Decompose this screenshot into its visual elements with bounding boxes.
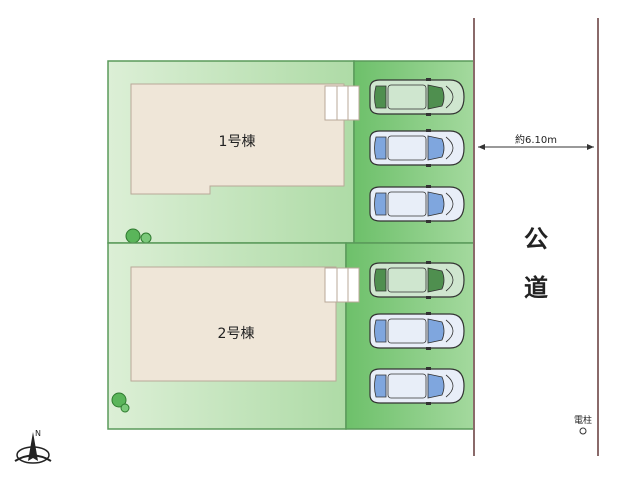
road-label-bottom: 道 <box>524 274 548 302</box>
tree-icon <box>125 228 152 244</box>
entrance-steps <box>324 267 360 303</box>
utility-pole: 電柱 <box>574 414 592 435</box>
road-width-dimension: 約6.10m <box>478 133 594 150</box>
entrance-steps <box>324 85 360 121</box>
building-2 <box>130 266 337 382</box>
pole-label: 電柱 <box>574 414 592 426</box>
public-road: 約6.10m 公 道 <box>473 18 599 456</box>
road-width-label: 約6.10m <box>515 133 557 146</box>
tree-icon <box>111 392 130 413</box>
compass-icon: N <box>14 429 52 464</box>
blue-car-icon <box>369 185 465 223</box>
lot-2: 2号棟 <box>107 242 475 430</box>
compass-north-label: N <box>35 429 41 438</box>
green-car-icon <box>369 78 465 116</box>
pole-marker-icon <box>579 427 587 435</box>
building-label: 2号棟 <box>218 326 255 342</box>
blue-car-icon <box>369 312 465 350</box>
road-label-top: 公 <box>524 225 548 253</box>
blue-car-icon <box>369 367 465 405</box>
green-car-icon <box>369 261 465 299</box>
blue-car-icon <box>369 129 465 167</box>
building-label: 1号棟 <box>219 134 256 150</box>
building-1 <box>130 83 345 195</box>
lot-1: 1号棟 <box>107 60 475 244</box>
